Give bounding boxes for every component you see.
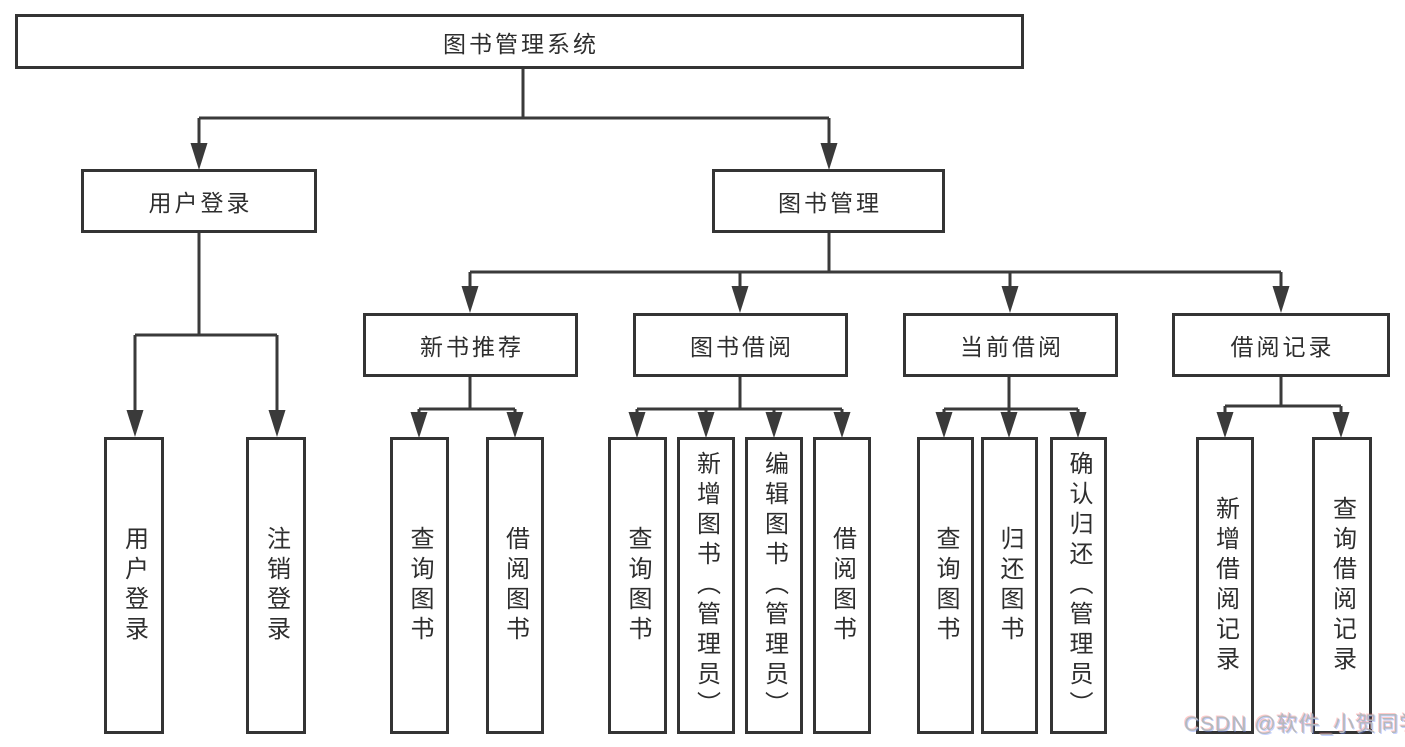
leaf-confirm-return-admin: 确认归还（管理员）: [1050, 437, 1107, 734]
leaf-edit-book-admin: 编辑图书（管理员）: [745, 437, 803, 734]
node-user-login: 用户登录: [81, 169, 317, 233]
leaf-query-books-recommend: 查询图书: [390, 437, 449, 734]
leaf-query-borrowing-record: 查询借阅记录: [1312, 437, 1372, 734]
connector-userlogin-to-leaves: [133, 233, 279, 412]
node-book-management: 图书管理: [712, 169, 945, 233]
arrowheads: [126, 143, 1350, 438]
node-root-library-management-system: 图书管理系统: [15, 14, 1024, 69]
leaf-query-books-current: 查询图书: [917, 437, 974, 734]
leaf-user-login: 用户登录: [104, 437, 164, 734]
node-current-borrowing: 当前借阅: [903, 313, 1118, 377]
leaf-return-books: 归还图书: [981, 437, 1038, 734]
connector-current-to-leaves: [942, 377, 1080, 414]
leaf-borrow-books-borrowing: 借阅图书: [813, 437, 871, 734]
node-borrowing-records: 借阅记录: [1172, 313, 1390, 377]
leaf-borrow-books-recommend: 借阅图书: [486, 437, 544, 734]
csdn-watermark: CSDN @软件_小贺同学: [1184, 713, 1405, 736]
connector-recommend-to-leaves: [417, 377, 517, 414]
leaf-logout: 注销登录: [246, 437, 306, 734]
leaf-add-book-admin: 新增图书（管理员）: [677, 437, 735, 734]
node-new-book-recommendation: 新书推荐: [363, 313, 578, 377]
connector-root-to-level2: [197, 69, 831, 146]
connector-borrowing-to-leaves: [635, 377, 844, 414]
leaf-query-books-borrowing: 查询图书: [608, 437, 667, 734]
connector-bookmgmt-to-level3: [468, 233, 1283, 289]
node-book-borrowing: 图书借阅: [633, 313, 848, 377]
connector-records-to-leaves: [1223, 377, 1343, 414]
leaf-add-borrowing-record: 新增借阅记录: [1196, 437, 1254, 734]
